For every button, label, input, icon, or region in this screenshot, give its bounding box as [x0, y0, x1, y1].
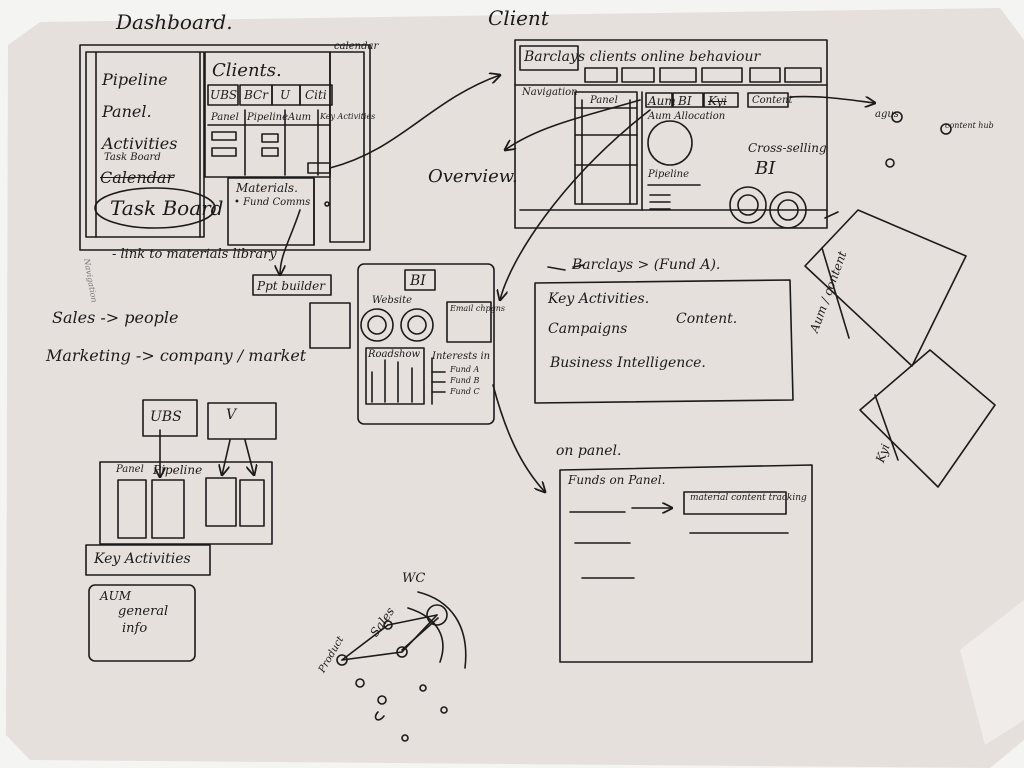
- bi-wireframe: [309, 263, 495, 425]
- activities-note: Task Board: [104, 152, 161, 163]
- agus-label: agus: [875, 109, 899, 120]
- bi-fund-b: Fund B: [450, 376, 480, 385]
- bi-fund-a: Fund A: [450, 365, 480, 374]
- client-frame: [514, 39, 828, 229]
- arrow-to-ppt: [280, 209, 301, 275]
- arrow-to-agus: [789, 95, 875, 103]
- lower-left-wireframe: [85, 399, 277, 662]
- lower-panel: Panel: [116, 464, 144, 475]
- fund-item-content: Content.: [676, 311, 738, 327]
- client-panel: Panel: [590, 95, 618, 106]
- aum-pie: [647, 120, 693, 166]
- contentual-label: content hub: [945, 121, 994, 130]
- fund-item-campaigns: Campaigns: [548, 321, 628, 337]
- clients-title: Clients.: [212, 60, 282, 81]
- client-tab-u: U: [280, 88, 291, 102]
- column-panel: Panel: [211, 112, 239, 123]
- column-aum: Aum: [288, 112, 312, 123]
- arrow-to-bi: [500, 109, 651, 300]
- aum-allocation: Aum Allocation: [648, 111, 726, 122]
- ppt-builder-box: [252, 274, 332, 296]
- sales-note: Sales -> people: [52, 308, 179, 327]
- client-tab-content: Content: [752, 95, 793, 106]
- client-tab-citi: Citi: [305, 88, 327, 102]
- lower-ubs: UBS: [150, 409, 182, 425]
- nav-item-task-board: Task Board: [110, 196, 224, 220]
- client-header: Barclays clients online behaviour: [524, 49, 761, 65]
- fund-box: [534, 264, 794, 404]
- bi-frame: [357, 263, 495, 425]
- client-tab-kyi: Kyi: [708, 94, 727, 108]
- material-content-note: material content tracking: [690, 493, 807, 503]
- dashboard-nav-panel: [85, 51, 205, 238]
- bi-donut: [729, 186, 767, 224]
- materials-title: Materials.: [236, 181, 298, 195]
- link-note: - link to materials library: [112, 247, 277, 262]
- on-panel-label: on panel.: [556, 443, 622, 459]
- network-wireframe: [336, 591, 467, 742]
- calendar-strip: [329, 51, 365, 243]
- nav-item-panel: Panel.: [102, 102, 152, 121]
- lower-aum: AUM: [100, 589, 132, 603]
- dashboard-wireframe: [79, 44, 500, 296]
- task-board-highlight: [94, 187, 216, 229]
- dot: [324, 201, 330, 207]
- on-panel-box: [559, 464, 813, 663]
- dashboard-frame: [79, 44, 371, 251]
- network-wc: WC: [402, 571, 426, 586]
- bi-donut: [769, 191, 807, 229]
- panel-list: [574, 91, 638, 205]
- tilted-sheet-1: [804, 209, 967, 367]
- logo-box: [519, 45, 579, 71]
- client-pipeline: Pipeline: [648, 169, 690, 180]
- fund-item-bi: Business Intelligence.: [550, 355, 706, 371]
- calendar-label: calendar: [334, 41, 379, 52]
- tab-box: [299, 84, 333, 106]
- bi-email: Email chpgns: [450, 304, 505, 313]
- client-tab-bcr: BCr: [244, 88, 268, 102]
- bi-detail-title: BI: [410, 273, 426, 289]
- bi-interests: Interests in: [432, 351, 491, 362]
- client-navigation: Navigation: [522, 87, 578, 98]
- lower-info: info: [122, 621, 148, 636]
- bi-website: Website: [372, 295, 413, 306]
- client-tab-ubs: UBS: [210, 88, 238, 102]
- tilted-sheet-2: [859, 349, 996, 488]
- tab-box: [207, 84, 239, 106]
- dashboard-title: Dashboard.: [116, 10, 233, 34]
- client-wireframe: [492, 39, 952, 492]
- lower-general: general: [118, 604, 169, 619]
- arrow-to-overview: [505, 99, 641, 150]
- arrow-to-on-panel: [492, 384, 545, 492]
- lower-pipeline: Pipeline: [153, 463, 203, 477]
- client-tab-aum: Aum: [648, 94, 676, 108]
- client-title: Client: [488, 6, 549, 30]
- roadshow-chart: [365, 347, 425, 405]
- cross-selling: Cross-selling: [748, 141, 827, 155]
- lower-v: V: [226, 407, 237, 423]
- client-bi: BI: [755, 158, 776, 179]
- client-tab-bi: BI: [678, 94, 692, 108]
- column-pipeline: Pipeline: [247, 112, 289, 123]
- bi-roadshow: Roadshow: [368, 349, 421, 360]
- nav-item-calendar: Calendar: [100, 168, 175, 187]
- bi-fund-c: Fund C: [450, 387, 480, 396]
- funds-on-panel-title: Funds on Panel.: [568, 473, 666, 487]
- tape-corner: [960, 600, 1024, 745]
- arrow-to-client: [329, 75, 500, 169]
- lower-key-activities: Key Activities: [94, 551, 191, 567]
- nav-item-pipeline: Pipeline: [102, 70, 168, 89]
- fund-box-title: Barclays > (Fund A).: [572, 257, 721, 273]
- column-key-activities: Key Activities: [320, 112, 376, 121]
- paper-sheet: [6, 8, 1024, 768]
- marketing-note: Marketing -> company / market: [46, 346, 307, 365]
- overview-label: Overview.: [428, 166, 518, 187]
- nav-item-activities: Activities: [102, 134, 178, 153]
- fund-comms: • Fund Comms: [234, 197, 311, 208]
- ppt-builder-label: Ppt builder: [257, 279, 325, 293]
- fund-item-key-activities: Key Activities.: [548, 291, 650, 307]
